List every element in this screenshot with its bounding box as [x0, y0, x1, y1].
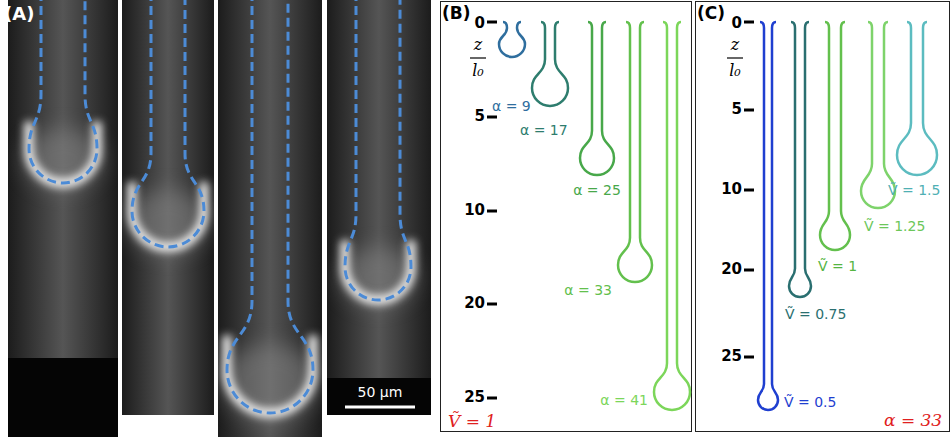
image-ground: [8, 0, 118, 358]
axis-tick: [487, 397, 497, 400]
micrograph: [327, 0, 431, 415]
cell-shape: [532, 22, 568, 106]
micrograph: [218, 0, 322, 437]
scale-label: 50 μm: [358, 385, 403, 400]
micrograph-panel: [8, 0, 431, 437]
cell-shape: [499, 22, 525, 57]
series-label: α = 17: [520, 123, 568, 138]
scale-bar: [345, 406, 415, 409]
axis-tick: [744, 189, 754, 192]
plot-panel: [441, 2, 692, 432]
panel-letter: (B): [442, 5, 471, 23]
parameter-label: Ṽ = 1: [448, 413, 496, 431]
axis-label: l₀: [729, 63, 741, 80]
axis-tick: [487, 116, 497, 119]
tick-label: 20: [464, 296, 485, 312]
tick-label: 5: [475, 109, 485, 125]
cell-shape: [861, 22, 895, 208]
panel-frame: [441, 2, 692, 432]
cell-shape: [618, 22, 652, 282]
panel-frame: [696, 2, 950, 432]
tick-label: 0: [475, 16, 485, 32]
parameter-label: α = 33: [884, 412, 942, 430]
fraction-bar: [470, 57, 486, 58]
series-label: α = 41: [600, 393, 648, 408]
cell-shape: [820, 22, 850, 250]
axis-tick: [744, 269, 754, 272]
tick-label: 10: [721, 182, 742, 198]
plot-panel: [696, 2, 950, 432]
series-label: Ṽ = 1.5: [888, 183, 940, 198]
tick-label: 25: [721, 349, 742, 365]
dashed-outline: [227, 0, 313, 413]
image-ground: [218, 0, 322, 437]
image-ground: [8, 358, 118, 437]
series-label: α = 33: [564, 283, 612, 298]
series-label: Ṽ = 0.75: [785, 307, 846, 322]
axis-tick: [744, 356, 754, 359]
series-label: Ṽ = 1.25: [864, 219, 925, 234]
series-label: Ṽ = 0.5: [784, 395, 836, 410]
fraction-bar: [727, 57, 743, 58]
tick-label: 20: [721, 262, 742, 278]
axis-tick: [744, 21, 754, 24]
axis-tick: [487, 21, 497, 24]
series-label: α = 9: [492, 99, 531, 114]
cell-shape: [580, 22, 614, 175]
axis-label: z: [731, 37, 739, 54]
micrograph: [122, 0, 214, 415]
axis-label: l₀: [472, 63, 484, 80]
panel-letter: (C): [697, 5, 725, 23]
tick-label: 10: [464, 203, 485, 219]
image-ground: [327, 378, 431, 415]
tick-label: 5: [732, 102, 742, 118]
cell-shape: [897, 22, 937, 175]
axis-tick: [487, 210, 497, 213]
image-ground: [327, 0, 431, 378]
cell-shape: [654, 22, 690, 410]
axis-tick: [744, 109, 754, 112]
cell-shape: [758, 22, 778, 410]
series-label: Ṽ = 1: [818, 259, 857, 274]
image-ground: [122, 0, 214, 415]
cell-shape: [789, 22, 811, 297]
axis-tick: [487, 303, 497, 306]
tick-label: 0: [732, 16, 742, 32]
dashed-outline: [345, 0, 411, 300]
dashed-outline: [29, 0, 97, 183]
axis-label: z: [474, 37, 482, 54]
tick-label: 25: [464, 390, 485, 406]
panel-letter: (A): [4, 5, 34, 24]
dashed-outline: [132, 0, 204, 247]
micrograph: [8, 0, 118, 437]
series-label: α = 25: [573, 183, 621, 198]
